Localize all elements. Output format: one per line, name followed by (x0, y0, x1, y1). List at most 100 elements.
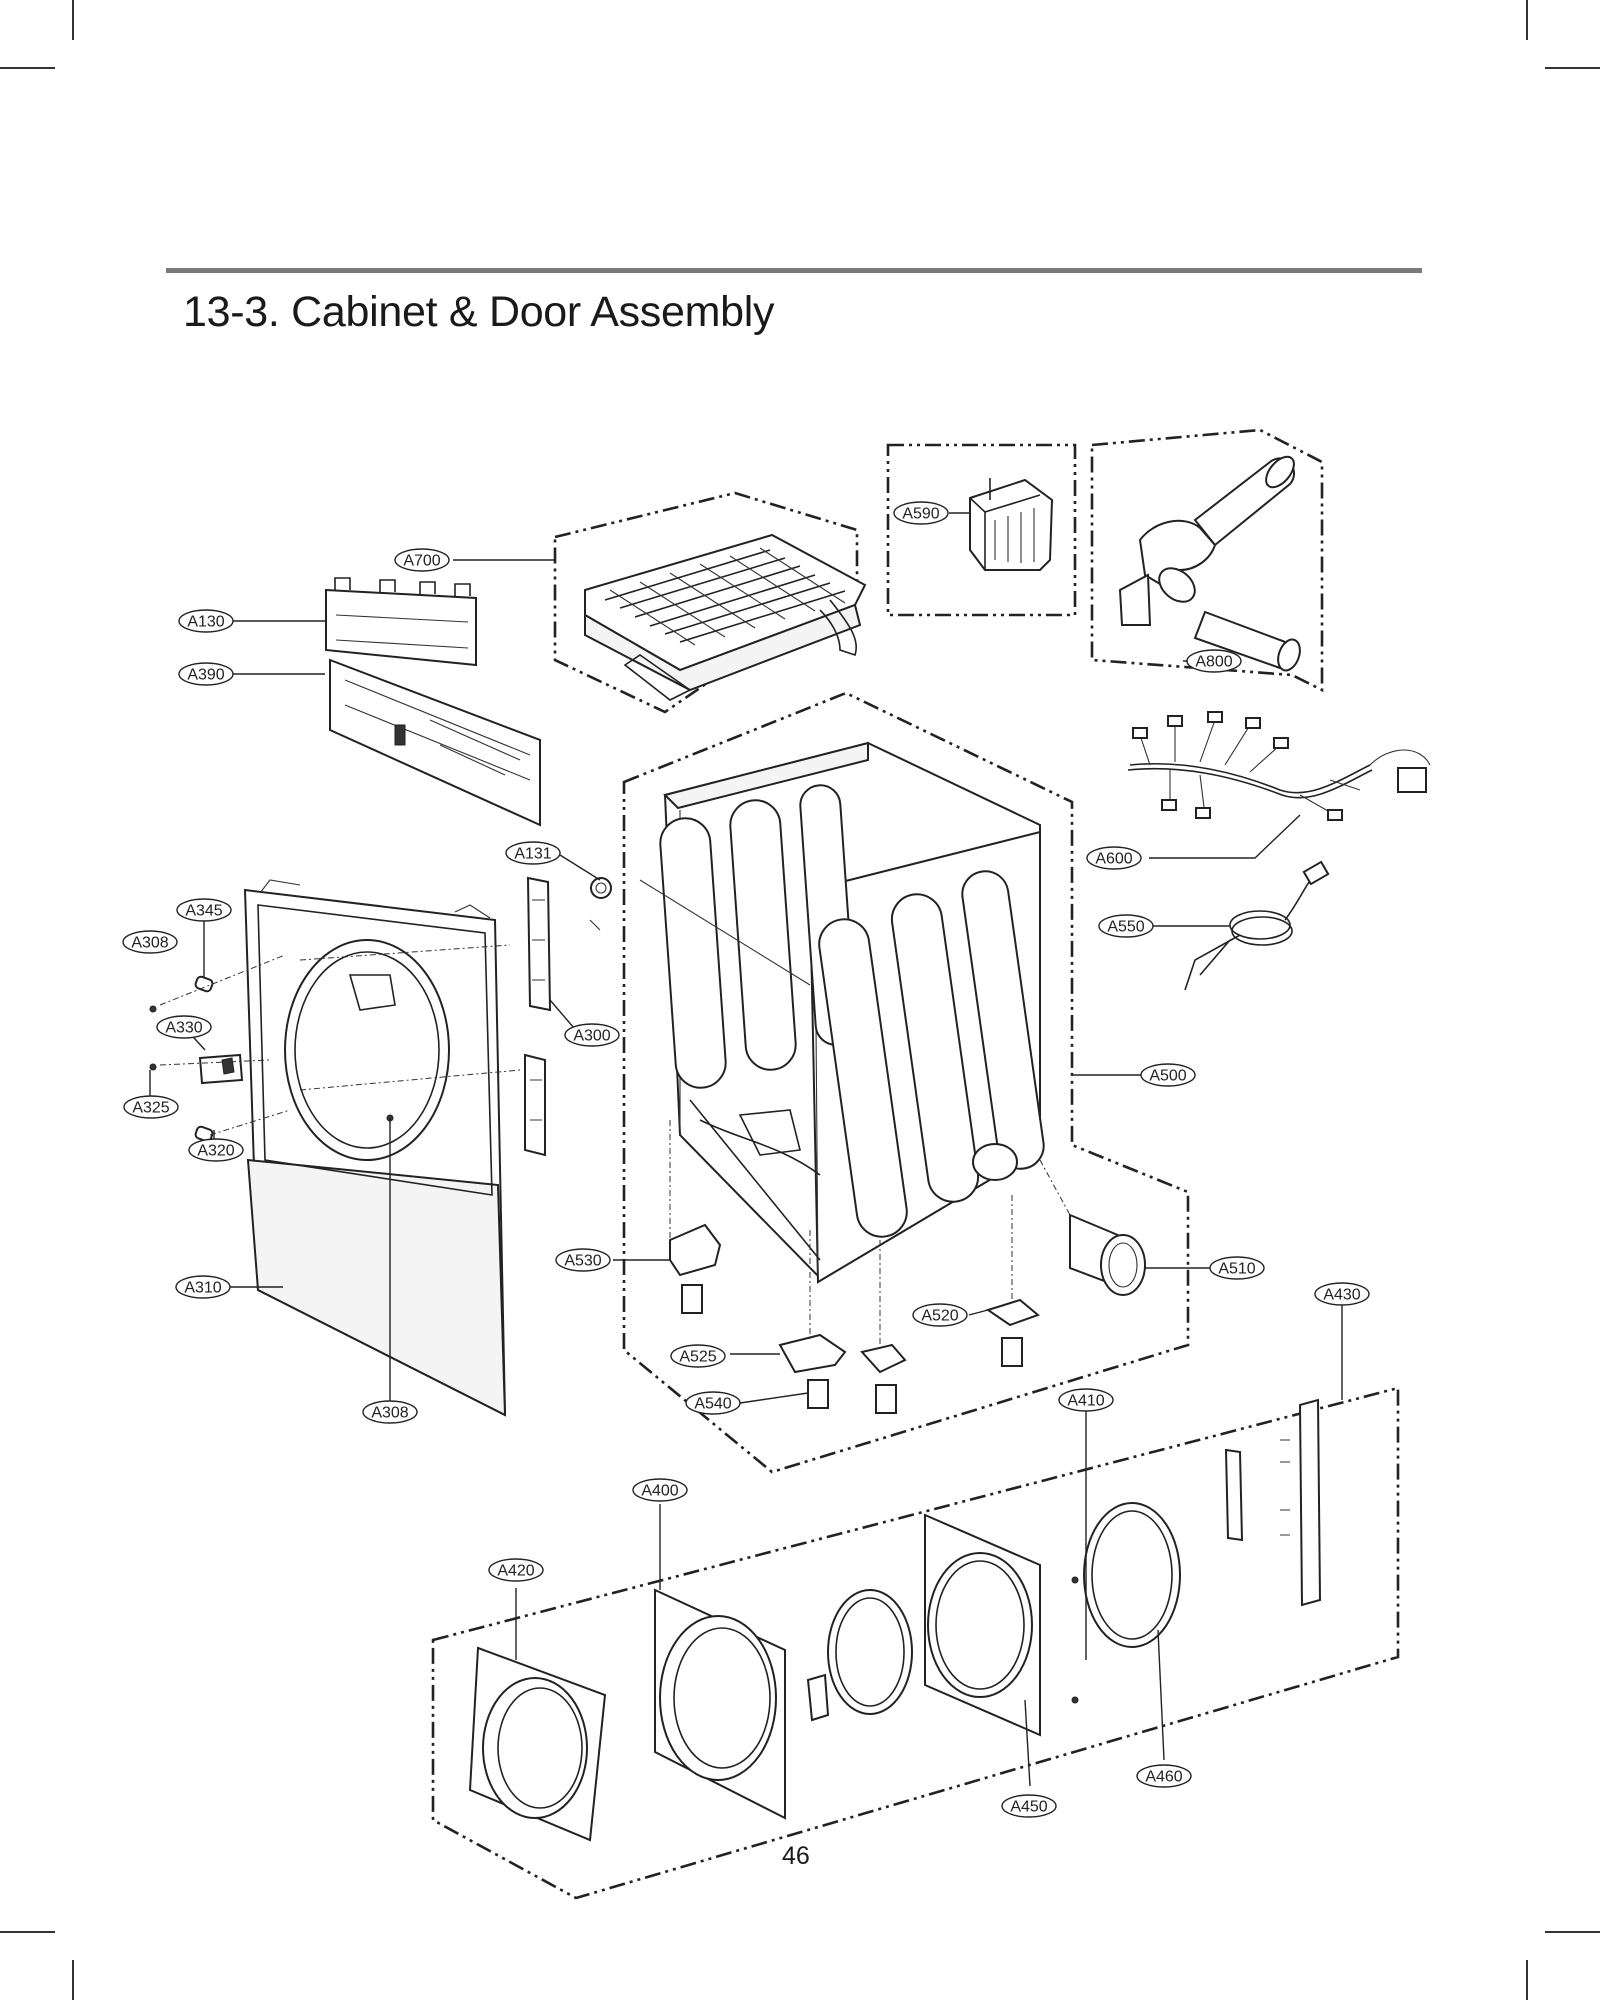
callout-a400: A400 (632, 1478, 688, 1502)
callout-a550: A550 (1098, 914, 1154, 938)
callout-a430: A430 (1314, 1282, 1370, 1306)
callout-a308-top: A308 (122, 930, 178, 954)
callout-a460: A460 (1136, 1764, 1192, 1788)
callout-a540: A540 (685, 1391, 741, 1415)
callout-a700: A700 (394, 548, 450, 572)
control-panel-parts (325, 577, 541, 827)
callout-oval (912, 1303, 968, 1327)
callout-oval (555, 1248, 611, 1272)
top-plate-part (584, 533, 867, 701)
callout-label: A400 (641, 1483, 678, 1500)
callout-oval (1186, 649, 1242, 673)
boundary-filter-cover (886, 443, 1077, 617)
callout-oval (123, 1095, 179, 1119)
callout-oval (176, 898, 232, 922)
callout-a600: A600 (1086, 846, 1142, 870)
callout-label: A430 (1323, 1287, 1360, 1304)
callout-oval (1058, 1388, 1114, 1412)
callout-a308-bottom: A308 (362, 1400, 418, 1424)
boundary-cabinet (622, 691, 1190, 1474)
callout-oval (564, 1023, 620, 1047)
callout-label: A510 (1218, 1261, 1255, 1278)
callout-a420: A420 (488, 1558, 544, 1582)
page-number: 46 (782, 1842, 810, 1870)
leg-assembly-parts (669, 1120, 1040, 1414)
callout-label: A600 (1095, 851, 1132, 868)
door-assembly-parts (468, 1398, 1322, 1842)
callout-a590: A590 (893, 501, 949, 525)
callout-a450: A450 (1001, 1794, 1057, 1818)
callout-label: A390 (187, 667, 224, 684)
callout-a320: A320 (188, 1138, 244, 1162)
callout-oval (685, 1391, 741, 1415)
callout-label: A130 (187, 614, 224, 631)
callout-oval (156, 1015, 212, 1039)
callout-oval (122, 930, 178, 954)
door-hinge-brackets (524, 876, 552, 1157)
callout-oval (175, 1275, 231, 1299)
duct-ring-part (1039, 1159, 1146, 1296)
callout-oval (1314, 1282, 1370, 1306)
callout-oval (188, 1138, 244, 1162)
callout-label: A420 (497, 1563, 534, 1580)
callout-oval (893, 501, 949, 525)
duct-kit-part (1118, 455, 1301, 672)
callout-oval (1086, 846, 1142, 870)
callout-a525: A525 (670, 1344, 726, 1368)
page-title: 13-3. Cabinet & Door Assembly (183, 288, 775, 336)
door-latch-hardware (149, 944, 521, 1143)
callout-label: A550 (1107, 919, 1144, 936)
callout-oval (505, 841, 561, 865)
callout-label: A330 (165, 1020, 202, 1037)
callout-oval (1098, 914, 1154, 938)
callout-oval (1136, 1764, 1192, 1788)
filter-cover-part (969, 478, 1054, 571)
callout-label: A800 (1195, 654, 1232, 671)
callout-oval (178, 609, 234, 633)
callout-label: A520 (921, 1308, 958, 1325)
callout-a310: A310 (175, 1275, 231, 1299)
callout-oval (178, 662, 234, 686)
callout-a510: A510 (1209, 1256, 1265, 1280)
callout-oval (670, 1344, 726, 1368)
boundary-door (431, 1386, 1400, 1900)
callout-a520: A520 (912, 1303, 968, 1327)
callout-label: A450 (1010, 1799, 1047, 1816)
callout-label: A540 (694, 1396, 731, 1413)
callout-label: A530 (564, 1253, 601, 1270)
callout-label: A460 (1145, 1769, 1182, 1786)
boundary-duct-kit (1090, 428, 1324, 693)
callout-a330: A330 (156, 1015, 212, 1039)
callout-a390: A390 (178, 662, 234, 686)
callout-label: A345 (185, 903, 222, 920)
callout-label: A320 (197, 1143, 234, 1160)
header-rule (166, 268, 1422, 273)
callout-label: A325 (132, 1100, 169, 1117)
callout-label: A308 (131, 935, 168, 952)
callout-oval (1001, 1794, 1057, 1818)
callout-oval (1140, 1063, 1196, 1087)
leader-lines (149, 512, 1343, 1787)
callout-a130: A130 (178, 609, 234, 633)
callout-label: A308 (371, 1405, 408, 1422)
callout-a345: A345 (176, 898, 232, 922)
callout-a325: A325 (123, 1095, 179, 1119)
callout-label: A590 (902, 506, 939, 523)
callout-oval (394, 548, 450, 572)
callout-oval (1209, 1256, 1265, 1280)
callout-a800: A800 (1186, 649, 1242, 673)
cabinet-part (589, 741, 1045, 1284)
callout-oval (632, 1478, 688, 1502)
harness-part (1127, 711, 1431, 821)
callout-label: A525 (679, 1349, 716, 1366)
front-panel-part (243, 879, 507, 1417)
callout-label: A300 (573, 1028, 610, 1045)
callout-label: A500 (1149, 1068, 1186, 1085)
callout-oval (362, 1400, 418, 1424)
callout-a410: A410 (1058, 1388, 1114, 1412)
callout-label: A310 (184, 1280, 221, 1297)
callout-label: A700 (403, 553, 440, 570)
